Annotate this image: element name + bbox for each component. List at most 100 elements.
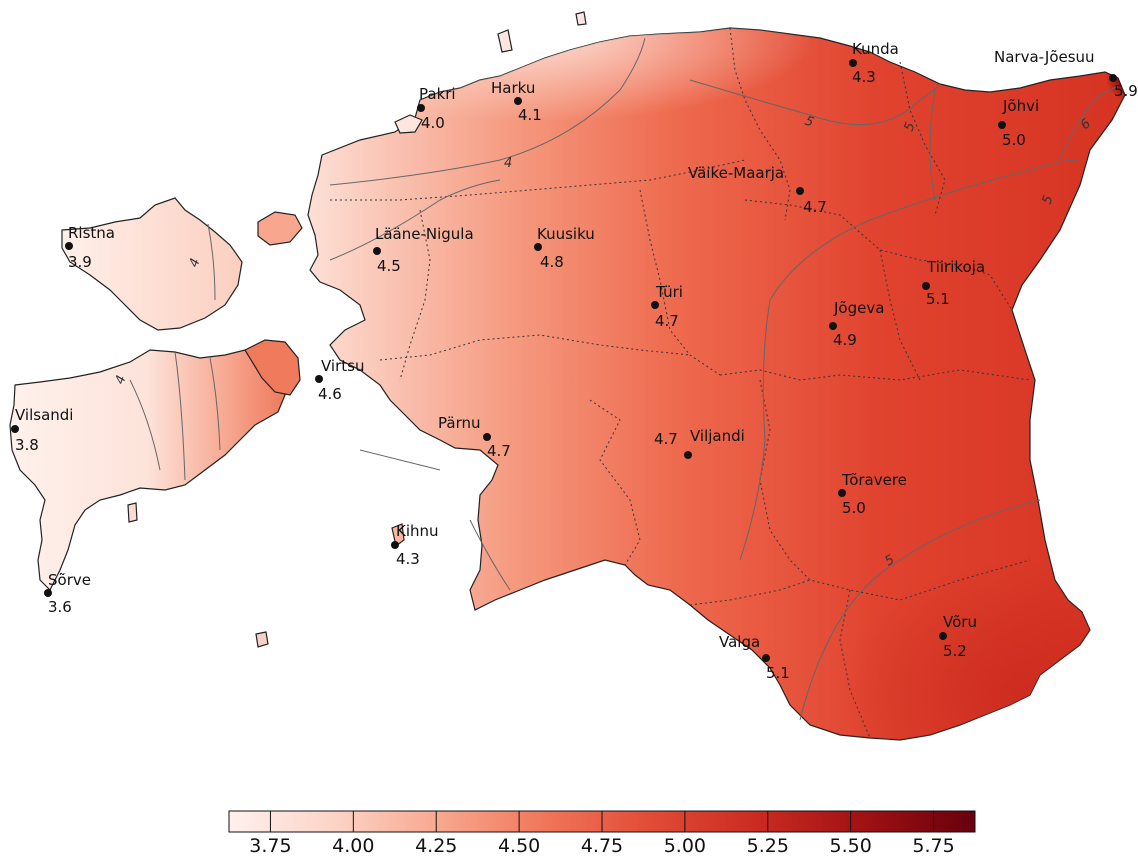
county-border [330, 159, 746, 201]
station-value: 5.1 [766, 664, 790, 682]
station-value: 4.5 [377, 257, 401, 275]
station-value: 4.0 [421, 114, 445, 132]
station-name: Tiirikoja [926, 258, 985, 276]
station-tiirikoja[interactable]: Tiirikoja 5.1 [922, 258, 985, 308]
isoline-5-southwest [469, 519, 511, 591]
isoline-5-north [689, 79, 941, 126]
pakri-islands [394, 114, 423, 134]
station-kihnu[interactable]: Kihnu 4.3 [391, 522, 439, 568]
station-marker [391, 541, 399, 549]
station-marker [65, 242, 73, 250]
station-value: 4.9 [833, 331, 857, 349]
station-marker [922, 282, 930, 290]
station-name: Pärnu [438, 414, 480, 432]
colorbar-tick-label: 5.75 [912, 835, 954, 857]
station-marker [838, 489, 846, 497]
station-value: 4.3 [396, 550, 420, 568]
station-marker [11, 425, 19, 433]
station-harku[interactable]: Harku 4.1 [491, 79, 542, 124]
isoline-saare-c [209, 357, 221, 451]
isoline-saare-a [129, 379, 161, 471]
county-border [744, 199, 1013, 311]
station-value: 4.7 [654, 430, 678, 448]
station-name: Võru [943, 613, 977, 631]
mainland-south-dark [670, 440, 1090, 740]
station-parnu[interactable]: Pärnu 4.7 [438, 414, 511, 460]
station-marker [1109, 74, 1117, 82]
station-turi[interactable]: Türi 4.7 [651, 283, 683, 330]
station-valga[interactable]: Valga 5.1 [719, 633, 790, 682]
hiiumaa [61, 197, 243, 331]
station-pakri[interactable]: Pakri 4.0 [417, 85, 456, 132]
station-viljandi[interactable]: Viljandi 4.7 [654, 427, 745, 459]
isoline-parnu [359, 449, 441, 471]
station-marker [651, 301, 659, 309]
station-jogeva[interactable]: Jõgeva 4.9 [829, 299, 884, 349]
station-value: 5.0 [1002, 131, 1026, 149]
station-vilsandi[interactable]: Vilsandi 3.8 [11, 406, 73, 454]
county-border [399, 209, 431, 381]
colorbar-tick-label: 3.75 [249, 835, 291, 857]
isolines [129, 37, 1119, 721]
colorbar-tick-label: 5.50 [830, 835, 872, 857]
county-border [729, 27, 791, 221]
station-kuusiku[interactable]: Kuusiku 4.8 [534, 225, 595, 271]
station-marker [998, 121, 1006, 129]
station-narva-joesuu[interactable]: Narva-Jõesuu 5.9 [994, 48, 1138, 100]
county-border [719, 369, 1031, 381]
station-name: Kunda [852, 40, 899, 58]
small-islet [127, 502, 138, 523]
prangli-island [575, 11, 587, 26]
station-marker [315, 375, 323, 383]
mainland [307, 27, 1126, 741]
station-name: Jõgeva [833, 299, 884, 317]
stations: Kunda 4.3 Narva-Jõesuu 5.9 Pakri 4.0 Har… [11, 40, 1138, 682]
station-ristna[interactable]: Ristna 3.9 [65, 224, 115, 271]
colorbar-tick-label: 4.50 [498, 835, 540, 857]
station-name: Jõhvi [1002, 97, 1039, 115]
station-name: Lääne-Nigula [375, 225, 474, 243]
station-value: 4.7 [655, 312, 679, 330]
vormsi-island [257, 211, 303, 246]
station-voru[interactable]: Võru 5.2 [939, 613, 977, 660]
isoline-4-north [329, 37, 646, 186]
station-laane-nigula[interactable]: Lääne-Nigula 4.5 [373, 225, 474, 275]
county-border [759, 379, 1031, 601]
station-kunda[interactable]: Kunda 4.3 [849, 40, 899, 86]
ruhnu-island [255, 631, 269, 648]
station-johvi[interactable]: Jõhvi 5.0 [998, 97, 1039, 149]
station-name: Kuusiku [537, 225, 595, 243]
narva-dark [1030, 72, 1125, 185]
isoline-4-5-mid [329, 179, 501, 261]
station-value: 5.9 [1114, 82, 1138, 100]
station-name: Ristna [68, 224, 115, 242]
isoline-5-south [799, 499, 1041, 721]
station-sorve[interactable]: Sõrve 3.6 [44, 571, 91, 616]
station-virtsu[interactable]: Virtsu 4.6 [315, 357, 364, 403]
station-marker [44, 589, 52, 597]
station-value: 4.3 [852, 68, 876, 86]
isoline-saare-b [174, 351, 186, 481]
station-marker [939, 632, 947, 640]
county-border [689, 579, 811, 606]
station-marker [514, 97, 522, 105]
isoline-label: 4 [504, 156, 512, 171]
muhu-island [244, 339, 301, 396]
station-marker [829, 322, 837, 330]
station-vaike-maarja[interactable]: Väike-Maarja 4.7 [688, 164, 827, 216]
station-toravere[interactable]: Tõravere 5.0 [838, 471, 907, 517]
county-border [589, 399, 641, 566]
station-value: 4.7 [803, 198, 827, 216]
colorbar-tick-label: 4.75 [581, 835, 623, 857]
station-name: Vilsandi [15, 406, 73, 424]
station-name: Kihnu [396, 522, 439, 540]
station-name: Virtsu [321, 357, 364, 375]
station-value: 4.6 [318, 385, 342, 403]
station-value: 4.1 [518, 106, 542, 124]
colorbar-tick-label: 4.25 [415, 835, 457, 857]
county-border [379, 334, 691, 361]
isoline-5-central [739, 159, 1081, 561]
station-name: Tõravere [841, 471, 907, 489]
station-name: Valga [719, 633, 760, 651]
